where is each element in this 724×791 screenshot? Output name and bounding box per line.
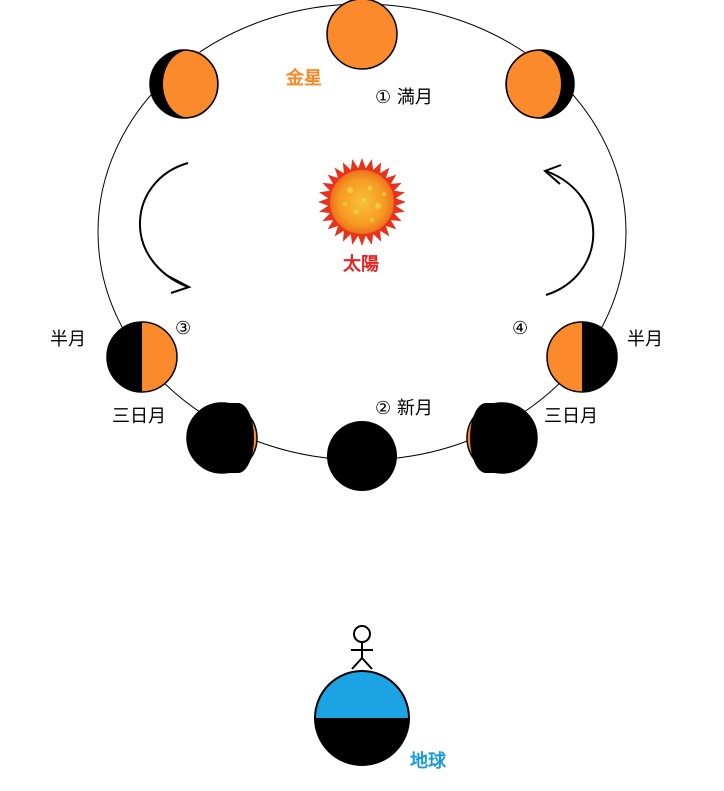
arrow-counterclockwise-left	[139, 162, 192, 294]
venus-gibbous-left	[149, 49, 219, 119]
observer-figure	[351, 625, 373, 670]
sun	[318, 158, 406, 246]
full-phase-label: ① 満月	[375, 87, 433, 108]
half-moon-right-label: 半月	[627, 329, 663, 350]
crescent-left-label: 三日月	[112, 406, 166, 427]
sun-texture	[343, 185, 386, 222]
venus-crescent-left	[186, 402, 258, 474]
crescent-right-label: 三日月	[544, 406, 598, 427]
venus-full	[326, 0, 398, 70]
sun-label: 太陽	[343, 253, 379, 275]
earth-label: 地球	[410, 750, 447, 772]
venus-new	[327, 421, 397, 491]
venus-gibbous-right	[505, 49, 575, 119]
marker-4: ④	[512, 318, 528, 339]
venus-half-right	[546, 321, 618, 393]
new-phase-label: ② 新月	[375, 398, 433, 419]
venus-label: 金星	[285, 67, 322, 89]
sun-core	[328, 168, 396, 236]
earth	[314, 670, 410, 766]
half-moon-left-label: 半月	[50, 329, 86, 350]
venus-half-left	[106, 321, 178, 393]
marker-3: ③	[175, 318, 191, 339]
arrow-counterclockwise-right	[543, 164, 595, 296]
venus-crescent-right	[466, 402, 538, 474]
